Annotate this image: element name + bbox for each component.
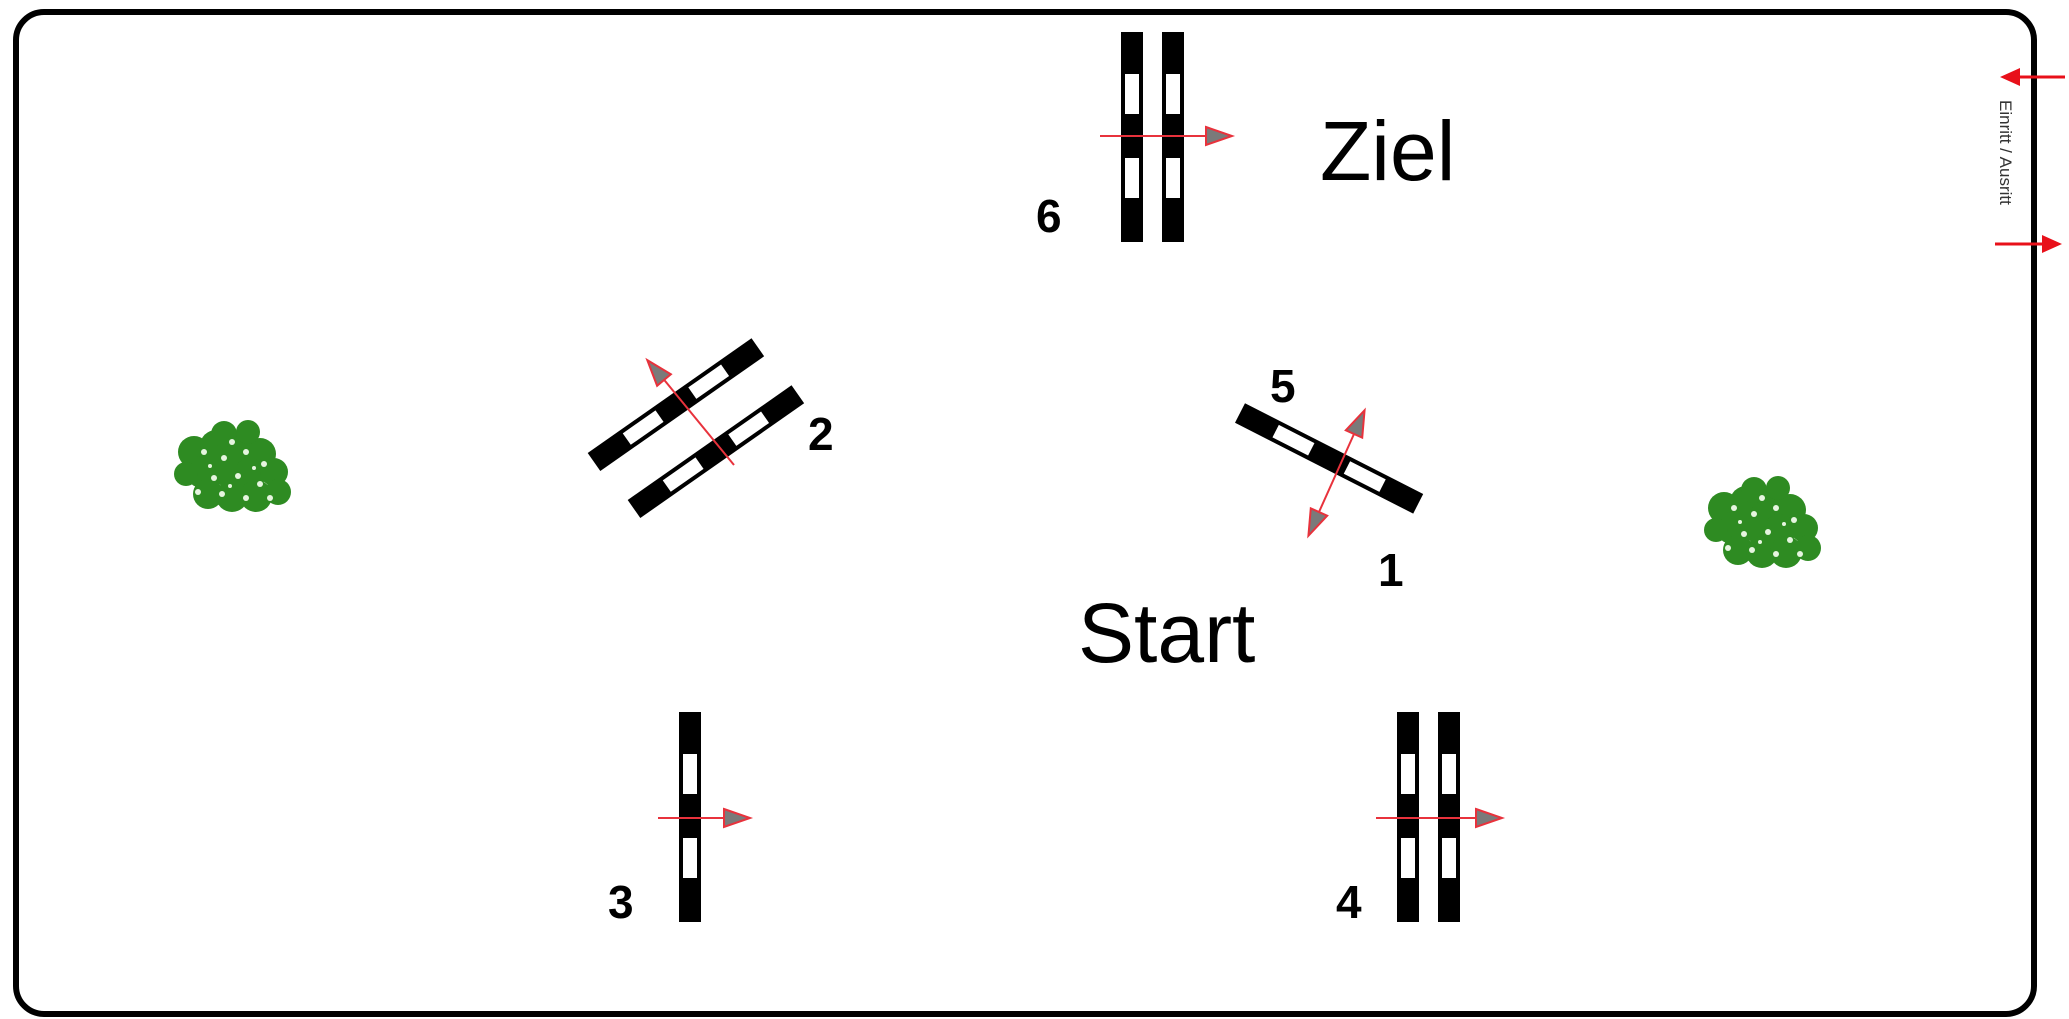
obstacle-4-number: 4	[1336, 876, 1362, 928]
obstacle-3	[658, 712, 751, 922]
obstacle-3-number: 3	[608, 876, 634, 928]
bush-icon	[1704, 476, 1821, 568]
bush-icon	[174, 420, 291, 512]
finish-label: Ziel	[1320, 104, 1455, 198]
gate-exit-arrow	[1995, 235, 2062, 253]
arena-border	[13, 9, 2037, 1017]
start-label: Start	[1078, 586, 1255, 680]
obstacle-5-number: 5	[1270, 360, 1296, 412]
obstacle-2	[587, 338, 805, 519]
gate-entry-arrow	[2000, 68, 2065, 86]
gate-label: Einritt / Ausritt	[1996, 100, 2015, 205]
obstacle-6-number: 6	[1036, 190, 1062, 242]
obstacle-5-1	[1235, 403, 1424, 541]
obstacle-2-number: 2	[808, 408, 834, 460]
obstacle-1-number: 1	[1378, 544, 1404, 596]
obstacle-4	[1376, 712, 1503, 922]
obstacle-6	[1100, 32, 1233, 242]
